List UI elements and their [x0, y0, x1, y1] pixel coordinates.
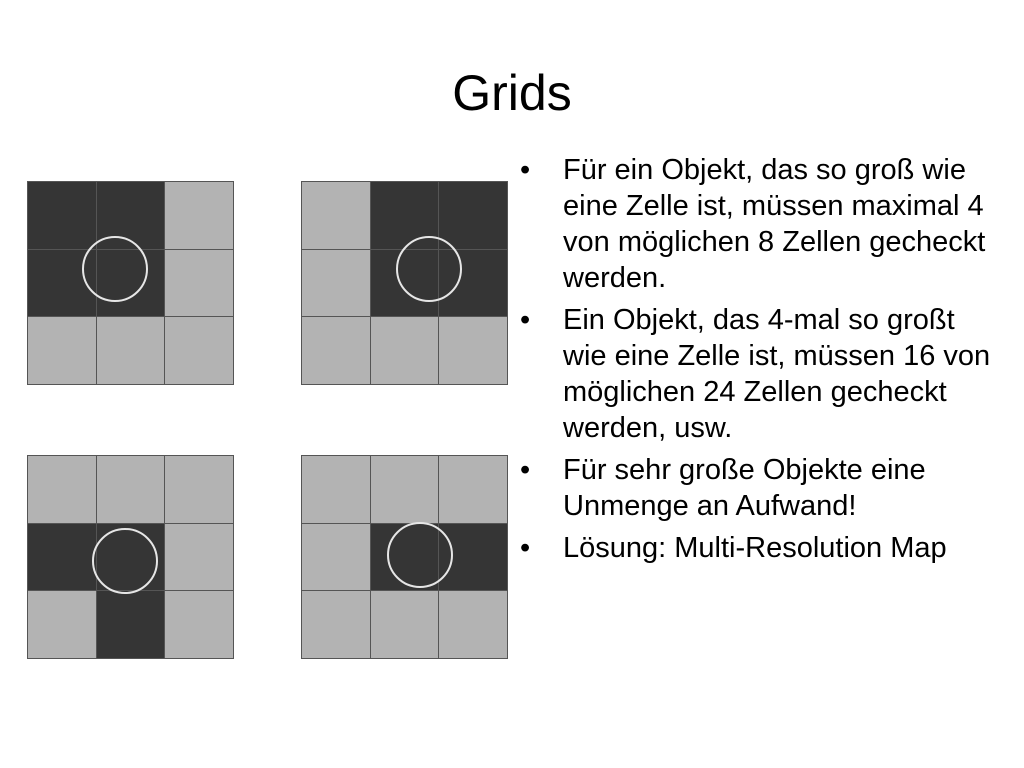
grid-cell: [439, 456, 507, 523]
grid-cell-checked: [28, 249, 96, 317]
grid-diagram: [301, 455, 508, 659]
grid-cell-checked: [28, 182, 96, 249]
grid-cell-checked: [28, 523, 96, 591]
grid-cell: [96, 317, 165, 384]
grid-cell: [165, 591, 233, 658]
bullet-icon: •: [520, 154, 531, 186]
grid-cell: [28, 317, 96, 384]
bullet-text: Lösung: Multi-Resolution Map: [563, 531, 947, 564]
grid-cell: [370, 456, 439, 523]
grid-cell-checked: [96, 182, 165, 249]
grid-cell: [28, 456, 96, 523]
grid-cell: [165, 182, 233, 249]
grid-diagram: [301, 181, 508, 385]
grid-cell-checked: [370, 249, 439, 317]
bullet-text: Ein Objekt, das 4-mal so großt wie eine …: [563, 303, 991, 444]
grid-cell: [165, 456, 233, 523]
grid-cell: [165, 317, 233, 384]
bullet-text: Für sehr große Objekte eine Unmenge an A…: [563, 453, 926, 522]
grid-cell: [165, 523, 233, 591]
grid-cell: [302, 317, 370, 384]
bullet-icon: •: [520, 531, 531, 564]
grid-cell: [165, 249, 233, 317]
bullet-list: • Für ein Objekt, das so groß wie eine Ze…: [520, 153, 1000, 572]
bullet-text: Für ein Objekt, das so groß wie eine Zel…: [563, 154, 986, 294]
bullet-icon: •: [520, 303, 531, 336]
grid-cell: [439, 591, 507, 658]
slide-title: Grids: [452, 65, 572, 121]
grid-diagram: [27, 181, 234, 385]
grid-cell: [302, 249, 370, 317]
grid-cell-checked: [96, 249, 165, 317]
grid-cell-checked: [370, 523, 439, 591]
bullet-item: • Für sehr große Objekte eine Unmenge an …: [520, 453, 1000, 525]
grid-cell-checked: [439, 182, 507, 249]
bullet-item: • Für ein Objekt, das so groß wie eine Ze…: [520, 153, 1000, 297]
grid-cell: [370, 317, 439, 384]
grid-cell: [302, 456, 370, 523]
bullet-item: • Ein Objekt, das 4-mal so großt wie eine…: [520, 303, 1000, 447]
grid-cell: [439, 317, 507, 384]
grid-cell-checked: [439, 249, 507, 317]
bullet-icon: •: [520, 453, 531, 486]
grid-cell: [28, 591, 96, 658]
grid-cell-checked: [439, 523, 507, 591]
grid-cell: [302, 523, 370, 591]
grid-cell: [96, 456, 165, 523]
grid-cell-checked: [96, 523, 165, 591]
grid-cell: [302, 182, 370, 249]
grid-cell-checked: [370, 182, 439, 249]
grid-cell: [302, 591, 370, 658]
grid-cell: [370, 591, 439, 658]
grid-cell-checked: [96, 591, 165, 658]
grid-diagram: [27, 455, 234, 659]
bullet-item: • Lösung: Multi-Resolution Map: [520, 531, 1000, 567]
